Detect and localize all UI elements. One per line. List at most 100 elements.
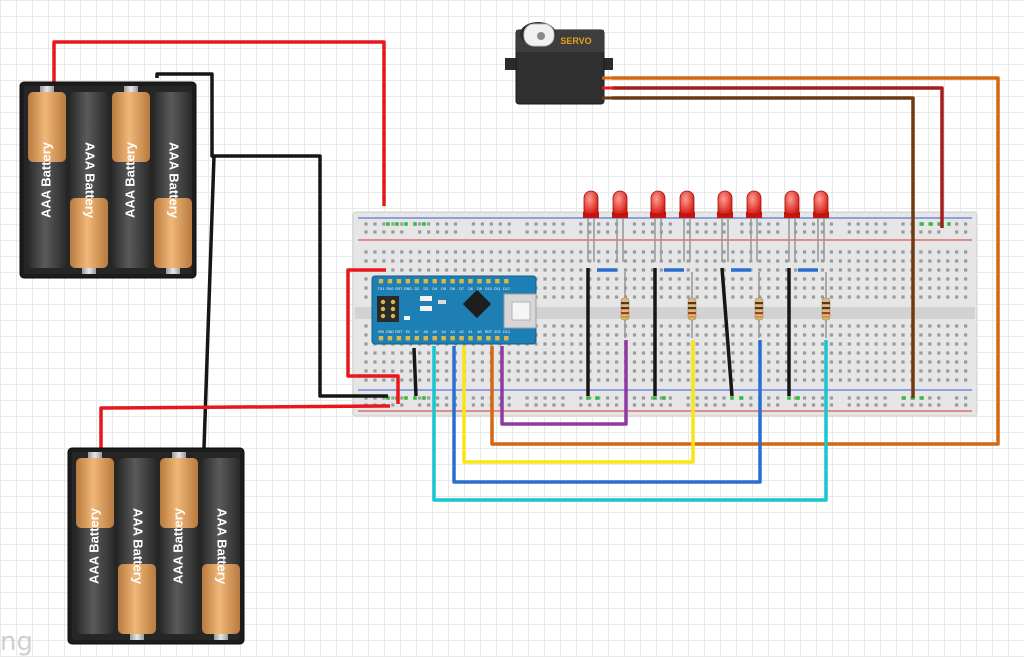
breadboard-hole <box>659 351 663 355</box>
breadboard-hole <box>471 378 475 382</box>
breadboard-hole <box>695 378 699 382</box>
wire-servo-signal[interactable] <box>490 76 1000 446</box>
breadboard-hole <box>650 230 654 234</box>
breadboard-hole <box>785 250 789 254</box>
breadboard-hole <box>498 259 502 263</box>
breadboard-hole <box>695 324 699 328</box>
breadboard-hole <box>561 324 565 328</box>
breadboard-hole <box>829 403 833 407</box>
breadboard-hole <box>364 259 368 263</box>
breadboard-hole <box>740 222 744 226</box>
breadboard-hole <box>579 277 583 281</box>
breadboard-hole <box>677 360 681 364</box>
breadboard-hole <box>776 259 780 263</box>
wire-led2-signal[interactable] <box>462 340 695 464</box>
breadboard-hole <box>937 259 941 263</box>
breadboard-hole <box>785 378 789 382</box>
servo-icon[interactable]: SERVO <box>505 22 614 105</box>
led-icon[interactable] <box>583 190 599 262</box>
breadboard-hole <box>767 378 771 382</box>
breadboard-hole <box>865 286 869 290</box>
breadboard-hole <box>794 277 798 281</box>
breadboard-hole <box>373 369 377 373</box>
breadboard-hole <box>856 259 860 263</box>
breadboard-hole <box>632 324 637 328</box>
breadboard-hole <box>829 230 833 234</box>
resistor-icon[interactable] <box>687 272 697 338</box>
wire-led1-signal[interactable] <box>500 340 628 426</box>
breadboard-hole <box>471 250 475 254</box>
breadboard-hole <box>615 333 619 337</box>
battery-label: AAA Battery <box>170 507 185 584</box>
breadboard-hole <box>785 277 789 281</box>
wire-battery1-negative[interactable] <box>155 72 388 398</box>
resistor-icon[interactable] <box>620 272 630 338</box>
breadboard-hole <box>641 250 646 254</box>
breadboard-hole <box>462 259 467 263</box>
breadboard-hole <box>722 250 726 254</box>
breadboard-hole <box>409 259 413 263</box>
breadboard-hole <box>418 222 422 226</box>
breadboard-hole <box>471 360 475 364</box>
led-icon[interactable] <box>717 190 733 262</box>
wire-led4-signal[interactable] <box>432 340 828 502</box>
resistor-icon[interactable] <box>821 272 831 338</box>
breadboard-hole <box>677 369 681 373</box>
resistor-icon[interactable] <box>754 272 764 338</box>
wire-battery1-positive[interactable] <box>52 40 386 206</box>
breadboard-hole <box>534 259 538 263</box>
breadboard-hole <box>865 333 869 337</box>
wire-battery2-negative[interactable] <box>202 155 216 449</box>
aaa-cell: AAA Battery <box>154 92 192 274</box>
breadboard-hole <box>713 286 717 290</box>
wire-led3-gnd[interactable] <box>720 267 734 397</box>
breadboard-hole <box>847 333 851 337</box>
breadboard-hole <box>865 360 869 364</box>
breadboard-hole <box>615 396 619 400</box>
wire-led3-signal[interactable] <box>452 340 762 484</box>
breadboard-hole <box>579 378 583 382</box>
breadboard-hole <box>391 222 395 226</box>
led-icon[interactable] <box>746 190 762 262</box>
breadboard-hole <box>436 259 440 263</box>
breadboard-hole <box>471 396 475 400</box>
breadboard-hole <box>928 250 932 254</box>
breadboard-hole <box>436 230 440 234</box>
breadboard-hole <box>552 333 556 337</box>
breadboard-hole <box>364 222 368 226</box>
breadboard-hole <box>856 250 860 254</box>
wire-servo-power[interactable] <box>612 86 944 228</box>
breadboard-hole <box>373 351 377 355</box>
wire-vin[interactable] <box>346 268 400 404</box>
breadboard-hole <box>632 259 637 263</box>
breadboard-hole <box>820 378 825 382</box>
breadboard-hole <box>794 324 798 328</box>
wire-battery2-positive[interactable] <box>99 404 391 450</box>
led-icon[interactable] <box>612 190 628 262</box>
wire-gnd-jumper[interactable] <box>412 347 418 397</box>
nano-pin-label: TX1 <box>378 287 385 291</box>
led-icon[interactable] <box>813 190 829 262</box>
breadboard-hole <box>776 230 780 234</box>
breadboard-hole <box>829 324 833 328</box>
breadboard-hole <box>856 277 860 281</box>
wire-servo-ground[interactable] <box>612 96 915 398</box>
breadboard-hole <box>418 268 422 272</box>
breadboard-hole <box>937 250 941 254</box>
led-icon[interactable] <box>784 190 800 262</box>
breadboard-hole <box>597 324 601 328</box>
breadboard-hole <box>964 342 968 346</box>
led-icon[interactable] <box>650 190 666 262</box>
breadboard-hole <box>785 360 789 364</box>
breadboard-hole <box>668 230 672 234</box>
breadboard-hole <box>436 268 440 272</box>
breadboard-hole <box>704 360 708 364</box>
led-icon[interactable] <box>679 190 695 262</box>
breadboard-hole <box>597 342 601 346</box>
breadboard-hole <box>695 351 699 355</box>
breadboard-hole <box>964 396 968 400</box>
breadboard-hole <box>767 351 771 355</box>
